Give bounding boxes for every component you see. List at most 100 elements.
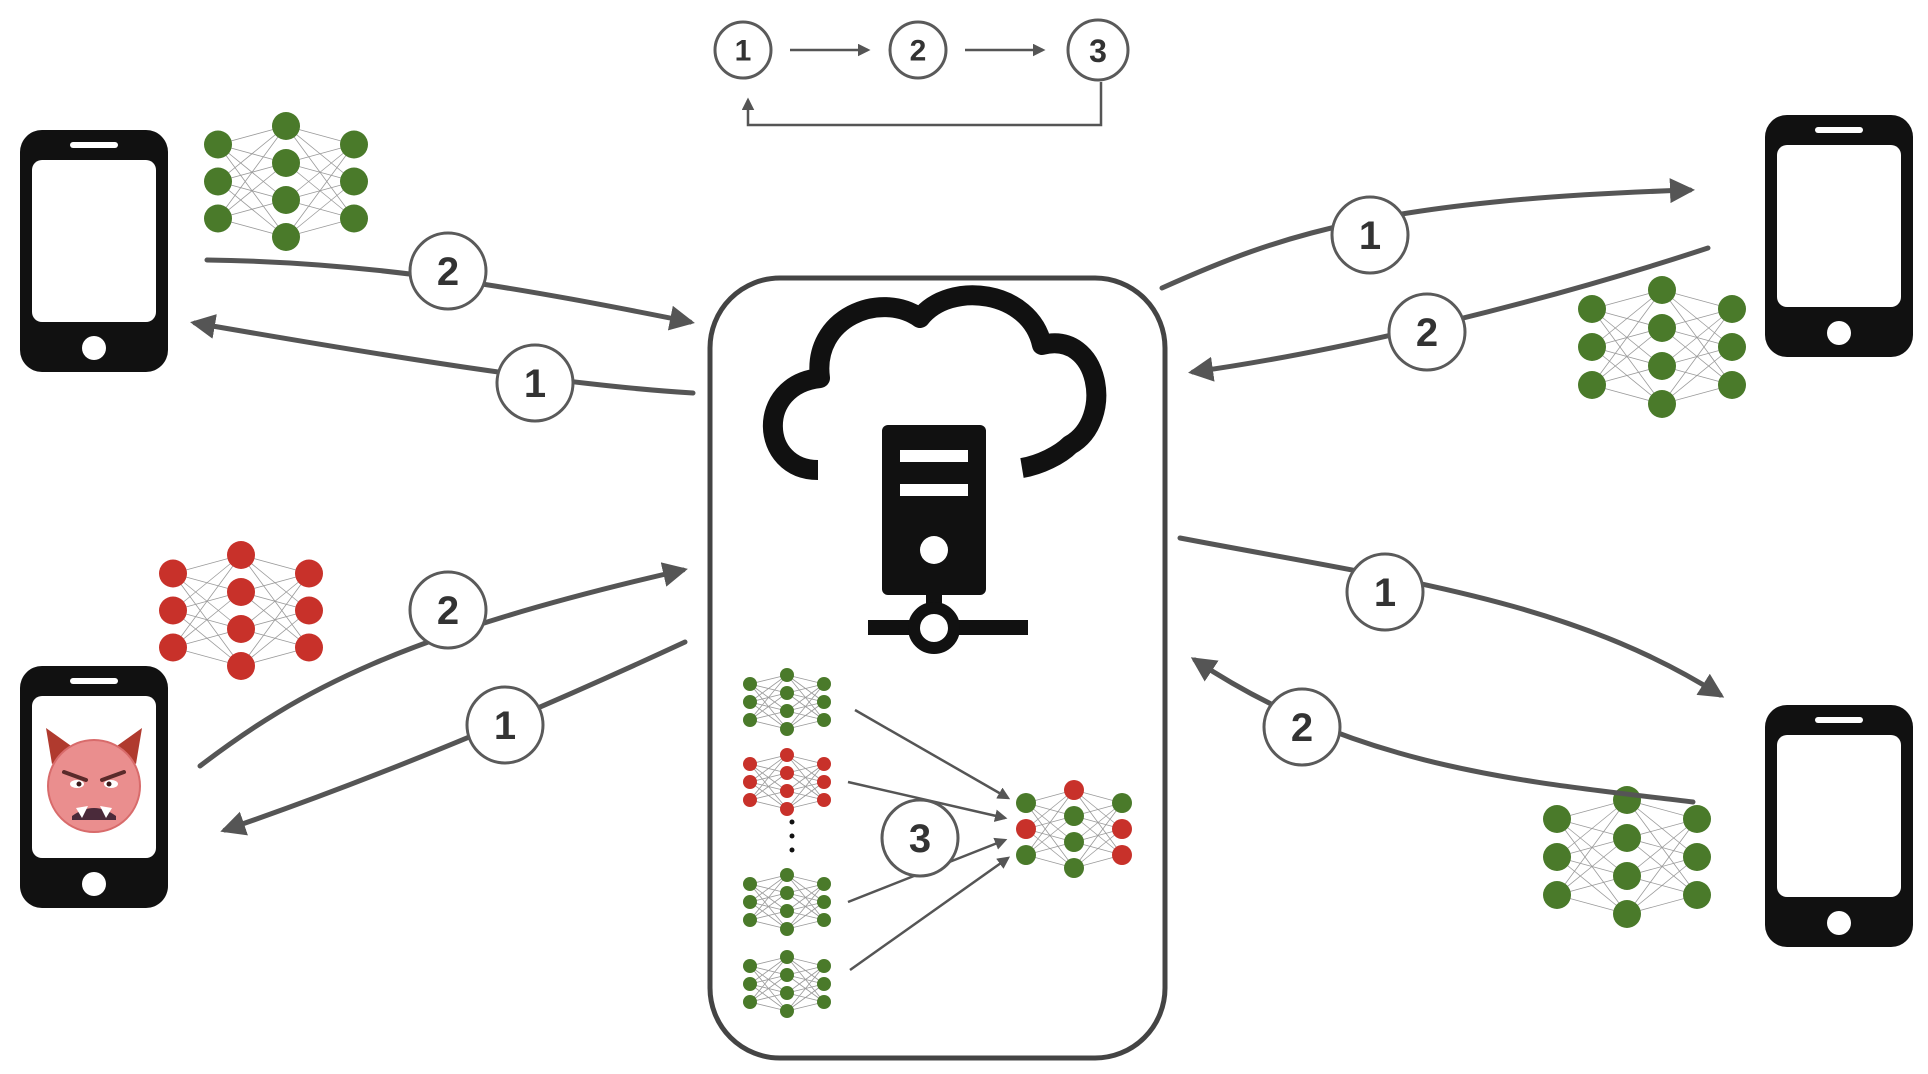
neuron-node (1613, 824, 1641, 852)
neuron-node (272, 112, 300, 140)
neuron-node (1064, 832, 1084, 852)
neuron-node (1578, 371, 1606, 399)
step-1-badge: 1 (1330, 195, 1410, 275)
step-cycle-legend: 1 2 3 (713, 18, 1130, 127)
neural-network-icon (159, 541, 323, 680)
neuron-node (743, 793, 757, 807)
step-circle (1330, 195, 1410, 275)
neuron-node (159, 633, 187, 662)
neuron-node (743, 895, 757, 909)
client-bottom-left-links: 2 1 (197, 562, 688, 836)
server-frame (707, 275, 1168, 1061)
step-number: 1 (1359, 214, 1381, 258)
neuron-node (1648, 276, 1676, 304)
neuron-node (743, 713, 757, 727)
neuron-node (295, 633, 323, 662)
neuron-node (1683, 805, 1711, 833)
neuron-node (780, 1004, 794, 1018)
neuron-node (780, 868, 794, 882)
neuron-node (1718, 295, 1746, 323)
download-arrow (1177, 535, 1725, 698)
step-number: 2 (1291, 706, 1313, 750)
neuron-node (780, 766, 794, 780)
step-number: 1 (524, 362, 546, 406)
phone-speaker (1815, 717, 1863, 723)
legend-step-3: 3 (1066, 18, 1130, 82)
neuron-node (743, 775, 757, 789)
step-2-badge: 2 (408, 570, 488, 650)
client-bottom-right-links: 1 2 (1177, 535, 1725, 805)
neuron-node (817, 695, 831, 709)
legend-step-2: 2 (888, 20, 948, 80)
cloud-server-icon (763, 285, 1107, 654)
neuron-node (295, 596, 323, 625)
neuron-node (817, 757, 831, 771)
neuron-node (780, 886, 794, 900)
cycle-arrow-3-1 (741, 82, 1103, 127)
neural-network-icon (1543, 786, 1711, 928)
download-arrow (1159, 178, 1695, 291)
neuron-node (340, 167, 368, 196)
neuron-node (1613, 862, 1641, 890)
neuron-node (1718, 371, 1746, 399)
neuron-node (780, 668, 794, 682)
neuron-node (817, 677, 831, 691)
phone-home-button (1827, 911, 1851, 935)
client-top-right-links: 1 2 (1159, 178, 1711, 382)
neuron-node (227, 578, 255, 606)
step-circle (408, 570, 488, 650)
neuron-node (1016, 819, 1036, 839)
aggregation-step-3: 3 (880, 798, 960, 878)
neuron-node (743, 977, 757, 991)
neuron-node (227, 652, 255, 680)
step-circle (408, 231, 488, 311)
neuron-node (817, 713, 831, 727)
step-circle (465, 685, 545, 765)
neuron-node (743, 995, 757, 1009)
neuron-node (272, 186, 300, 214)
neural-network-icon (743, 668, 831, 736)
phone-screen (1777, 735, 1901, 897)
neuron-node (1648, 390, 1676, 418)
neuron-node (780, 904, 794, 918)
neuron-node (272, 149, 300, 177)
neuron-node (204, 204, 232, 233)
phone-home-button (82, 872, 106, 896)
step-number: 2 (1416, 311, 1438, 355)
phone-screen (32, 160, 156, 322)
neuron-node (780, 950, 794, 964)
neuron-node (227, 615, 255, 643)
neuron-node (780, 922, 794, 936)
phone-speaker (70, 142, 118, 148)
step-1-badge: 1 (1345, 552, 1425, 632)
phone-speaker (1815, 127, 1863, 133)
step-number: 2 (437, 250, 459, 294)
step-number: 2 (910, 35, 927, 68)
smartphone-icon (1765, 115, 1913, 357)
more-models-ellipsis (789, 819, 795, 853)
neuron-node (780, 986, 794, 1000)
neuron-node (1543, 881, 1571, 909)
neuron-node (1112, 845, 1132, 865)
neuron-node (743, 695, 757, 709)
step-1-badge: 1 (495, 343, 575, 423)
neuron-node (780, 704, 794, 718)
download-arrow (220, 639, 688, 836)
neuron-node (780, 748, 794, 762)
neuron-node (780, 686, 794, 700)
step-number: 1 (1374, 571, 1396, 615)
step-number: 3 (1089, 33, 1107, 69)
neuron-node (817, 877, 831, 891)
neuron-node (1683, 881, 1711, 909)
step-circle (1387, 292, 1467, 372)
phone-screen (1777, 145, 1901, 307)
neuron-node (817, 995, 831, 1009)
step-circle (1262, 687, 1342, 767)
neuron-node (1543, 843, 1571, 871)
neuron-node (817, 977, 831, 991)
smartphone-icon (20, 666, 168, 908)
neuron-node (743, 913, 757, 927)
neuron-node (1683, 843, 1711, 871)
step-2-badge: 2 (1262, 687, 1342, 767)
